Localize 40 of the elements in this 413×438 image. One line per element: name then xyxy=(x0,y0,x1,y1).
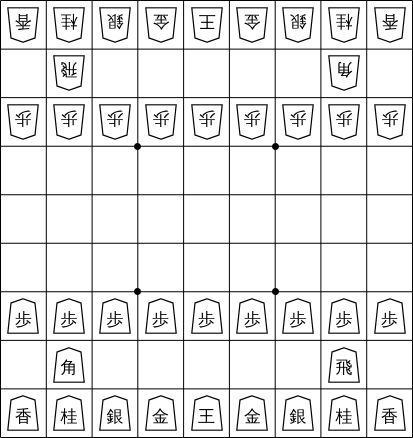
shogi-piece: 金 xyxy=(236,395,268,432)
shogi-piece: 歩 xyxy=(282,298,314,334)
shogi-piece: 桂 xyxy=(53,6,86,43)
shogi-piece: 王 xyxy=(190,6,222,43)
shogi-piece: 歩 xyxy=(144,298,177,334)
shogi-piece: 歩 xyxy=(374,104,406,140)
shogi-piece: 香 xyxy=(374,6,406,43)
shogi-piece: 歩 xyxy=(98,298,131,334)
shogi-piece: 銀 xyxy=(282,395,314,432)
shogi-piece: 角 xyxy=(328,55,360,92)
shogi-piece: 歩 xyxy=(190,104,222,140)
shogi-piece: 飛 xyxy=(328,346,360,383)
shogi-piece: 銀 xyxy=(282,6,314,43)
shogi-piece: 桂 xyxy=(328,395,360,432)
shogi-piece: 香 xyxy=(374,395,406,432)
shogi-piece: 歩 xyxy=(7,104,40,140)
shogi-piece: 歩 xyxy=(236,104,268,140)
shogi-piece: 銀 xyxy=(98,6,131,43)
shogi-piece: 歩 xyxy=(374,298,406,334)
shogi-piece: 角 xyxy=(53,346,86,383)
shogi-piece: 飛 xyxy=(53,55,86,92)
shogi-piece: 歩 xyxy=(98,104,131,140)
shogi-piece: 歩 xyxy=(190,298,222,334)
shogi-piece: 歩 xyxy=(53,104,86,140)
shogi-piece: 香 xyxy=(7,6,40,43)
shogi-piece: 王 xyxy=(190,395,222,432)
shogi-piece: 歩 xyxy=(144,104,177,140)
shogi-piece: 金 xyxy=(144,395,177,432)
shogi-piece: 銀 xyxy=(98,395,131,432)
shogi-piece: 歩 xyxy=(53,298,86,334)
shogi-piece: 歩 xyxy=(236,298,268,334)
shogi-piece: 金 xyxy=(144,6,177,43)
shogi-piece: 歩 xyxy=(7,298,40,334)
shogi-piece: 桂 xyxy=(328,6,360,43)
shogi-piece: 香 xyxy=(7,395,40,432)
shogi-piece: 桂 xyxy=(53,395,86,432)
shogi-piece: 歩 xyxy=(328,298,360,334)
shogi-piece: 歩 xyxy=(282,104,314,140)
shogi-piece: 歩 xyxy=(328,104,360,140)
shogi-piece: 金 xyxy=(236,6,268,43)
